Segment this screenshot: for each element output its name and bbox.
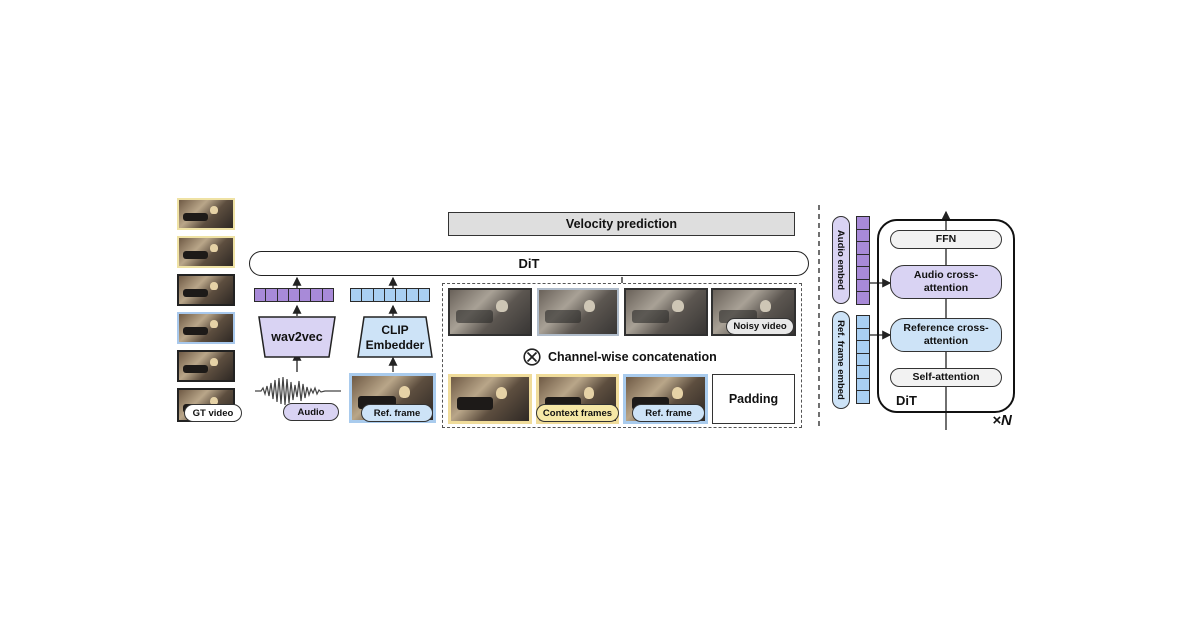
wav2vec-label: wav2vec: [271, 330, 323, 344]
repeat-n-label: ×N: [992, 411, 1012, 429]
audio-token-strip: [254, 288, 335, 302]
ref-frame-2-label: Ref. frame: [632, 404, 705, 422]
clip-embedder-shape: [357, 316, 433, 358]
otimes-icon: [523, 348, 541, 366]
clip-embedder-label: CLIP Embedder: [365, 323, 425, 352]
concat-dashed-box: [442, 283, 802, 428]
ref-frame-embed-cells: [856, 315, 870, 404]
ref-token-strip: [350, 288, 431, 302]
dit-bar: DiT: [249, 251, 809, 276]
dit-block-label: DiT: [896, 392, 917, 408]
audio-embed-cells: [856, 216, 870, 305]
gt-video-frame-3: [177, 274, 235, 306]
ffn-box: FFN: [890, 230, 1002, 249]
context-frame-1: [448, 374, 532, 424]
channel-concat-label: Channel-wise concatenation: [548, 350, 717, 364]
wav2vec-encoder-shape: [258, 316, 336, 358]
noisy-frame-2: [537, 288, 619, 336]
audio-waveform-icon: [255, 376, 341, 406]
gt-video-frame-4: [177, 312, 235, 344]
gt-video-frame-2: [177, 236, 235, 268]
audio-embed-pill: Audio embed: [832, 216, 850, 304]
audio-embed-label: Audio embed: [835, 229, 847, 291]
context-frames-label: Context frames: [536, 404, 619, 422]
audio-cross-attention-box: Audio cross-attention: [890, 265, 1002, 299]
gt-video-frame-5: [177, 350, 235, 382]
self-attention-box: Self-attention: [890, 368, 1002, 387]
noisy-frame-3: [624, 288, 708, 336]
audio-label: Audio: [283, 403, 339, 421]
ref-frame-embed-label: Ref. frame embed: [835, 320, 847, 400]
gt-video-frame-1: [177, 198, 235, 230]
noisy-video-label: Noisy video: [726, 318, 794, 335]
velocity-prediction-box: Velocity prediction: [448, 212, 795, 236]
gt-video-label: GT video: [184, 404, 242, 422]
dit-block-outline: [877, 219, 1015, 413]
ref-frame-embed-pill: Ref. frame embed: [832, 311, 850, 409]
noisy-frame-1: [448, 288, 532, 336]
padding-box: Padding: [712, 374, 795, 424]
reference-cross-attention-box: Reference cross-attention: [890, 318, 1002, 352]
ref-frame-label: Ref. frame: [361, 404, 433, 422]
